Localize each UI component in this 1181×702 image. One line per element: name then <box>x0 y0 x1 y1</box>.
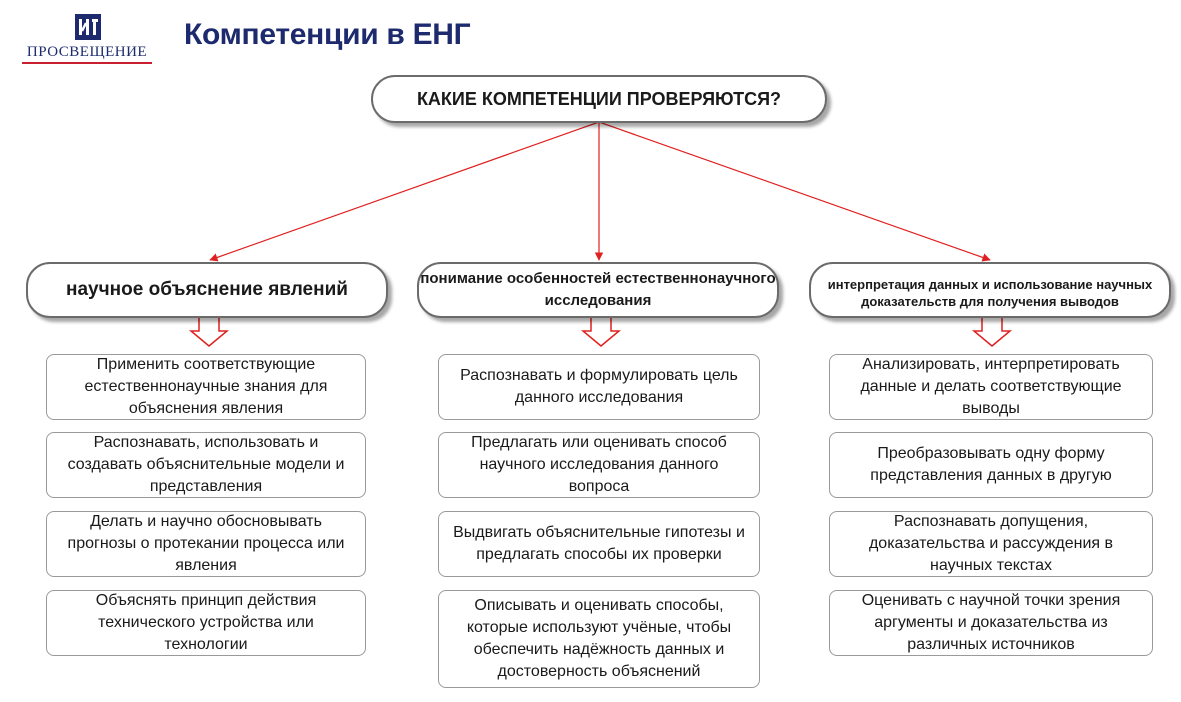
competency-1-label: научное объяснение явлений <box>26 262 388 318</box>
skill-box-2-2: Предлагать или оценивать способ научного… <box>438 432 760 498</box>
skill-box-3-1: Анализировать, интерпретировать данные и… <box>829 354 1153 420</box>
skill-box-1-1: Применить соответствующие естественнонау… <box>46 354 366 420</box>
skill-box-1-4: Объяснять принцип действия технического … <box>46 590 366 656</box>
skill-box-1-3: Делать и научно обосновывать прогнозы о … <box>46 511 366 577</box>
logo-underline <box>22 62 152 64</box>
prosveshchenie-logo-icon <box>75 14 101 40</box>
skill-box-2-3: Выдвигать объяснительные гипотезы и пред… <box>438 511 760 577</box>
down-arrow-icon <box>580 315 622 347</box>
logo-text: ПРОСВЕЩЕНИЕ <box>26 44 148 60</box>
skill-box-3-4: Оценивать с научной точки зрения аргумен… <box>829 590 1153 656</box>
skill-box-2-4: Описывать и оценивать способы, которые и… <box>438 590 760 688</box>
skill-box-3-2: Преобразовывать одну форму представления… <box>829 432 1153 498</box>
skill-box-1-2: Распознавать, использовать и создавать о… <box>46 432 366 498</box>
page-title: Компетенции в ЕНГ <box>184 18 471 51</box>
main-question: КАКИЕ КОМПЕТЕНЦИИ ПРОВЕРЯЮТСЯ? <box>371 75 827 123</box>
down-arrow-icon <box>971 315 1013 347</box>
arrow-to-competency-3 <box>598 121 991 262</box>
competency-3-label: интерпретация данных и использование нау… <box>809 262 1171 318</box>
arrow-to-competency-1 <box>209 121 600 262</box>
publisher-logo: ПРОСВЕЩЕНИЕ <box>18 12 156 64</box>
competency-2-label: понимание особенностей естественнонаучно… <box>417 262 779 318</box>
skill-box-2-1: Распознавать и формулировать цель данног… <box>438 354 760 420</box>
down-arrow-icon <box>188 315 230 347</box>
skill-box-3-3: Распознавать допущения, доказательства и… <box>829 511 1153 577</box>
